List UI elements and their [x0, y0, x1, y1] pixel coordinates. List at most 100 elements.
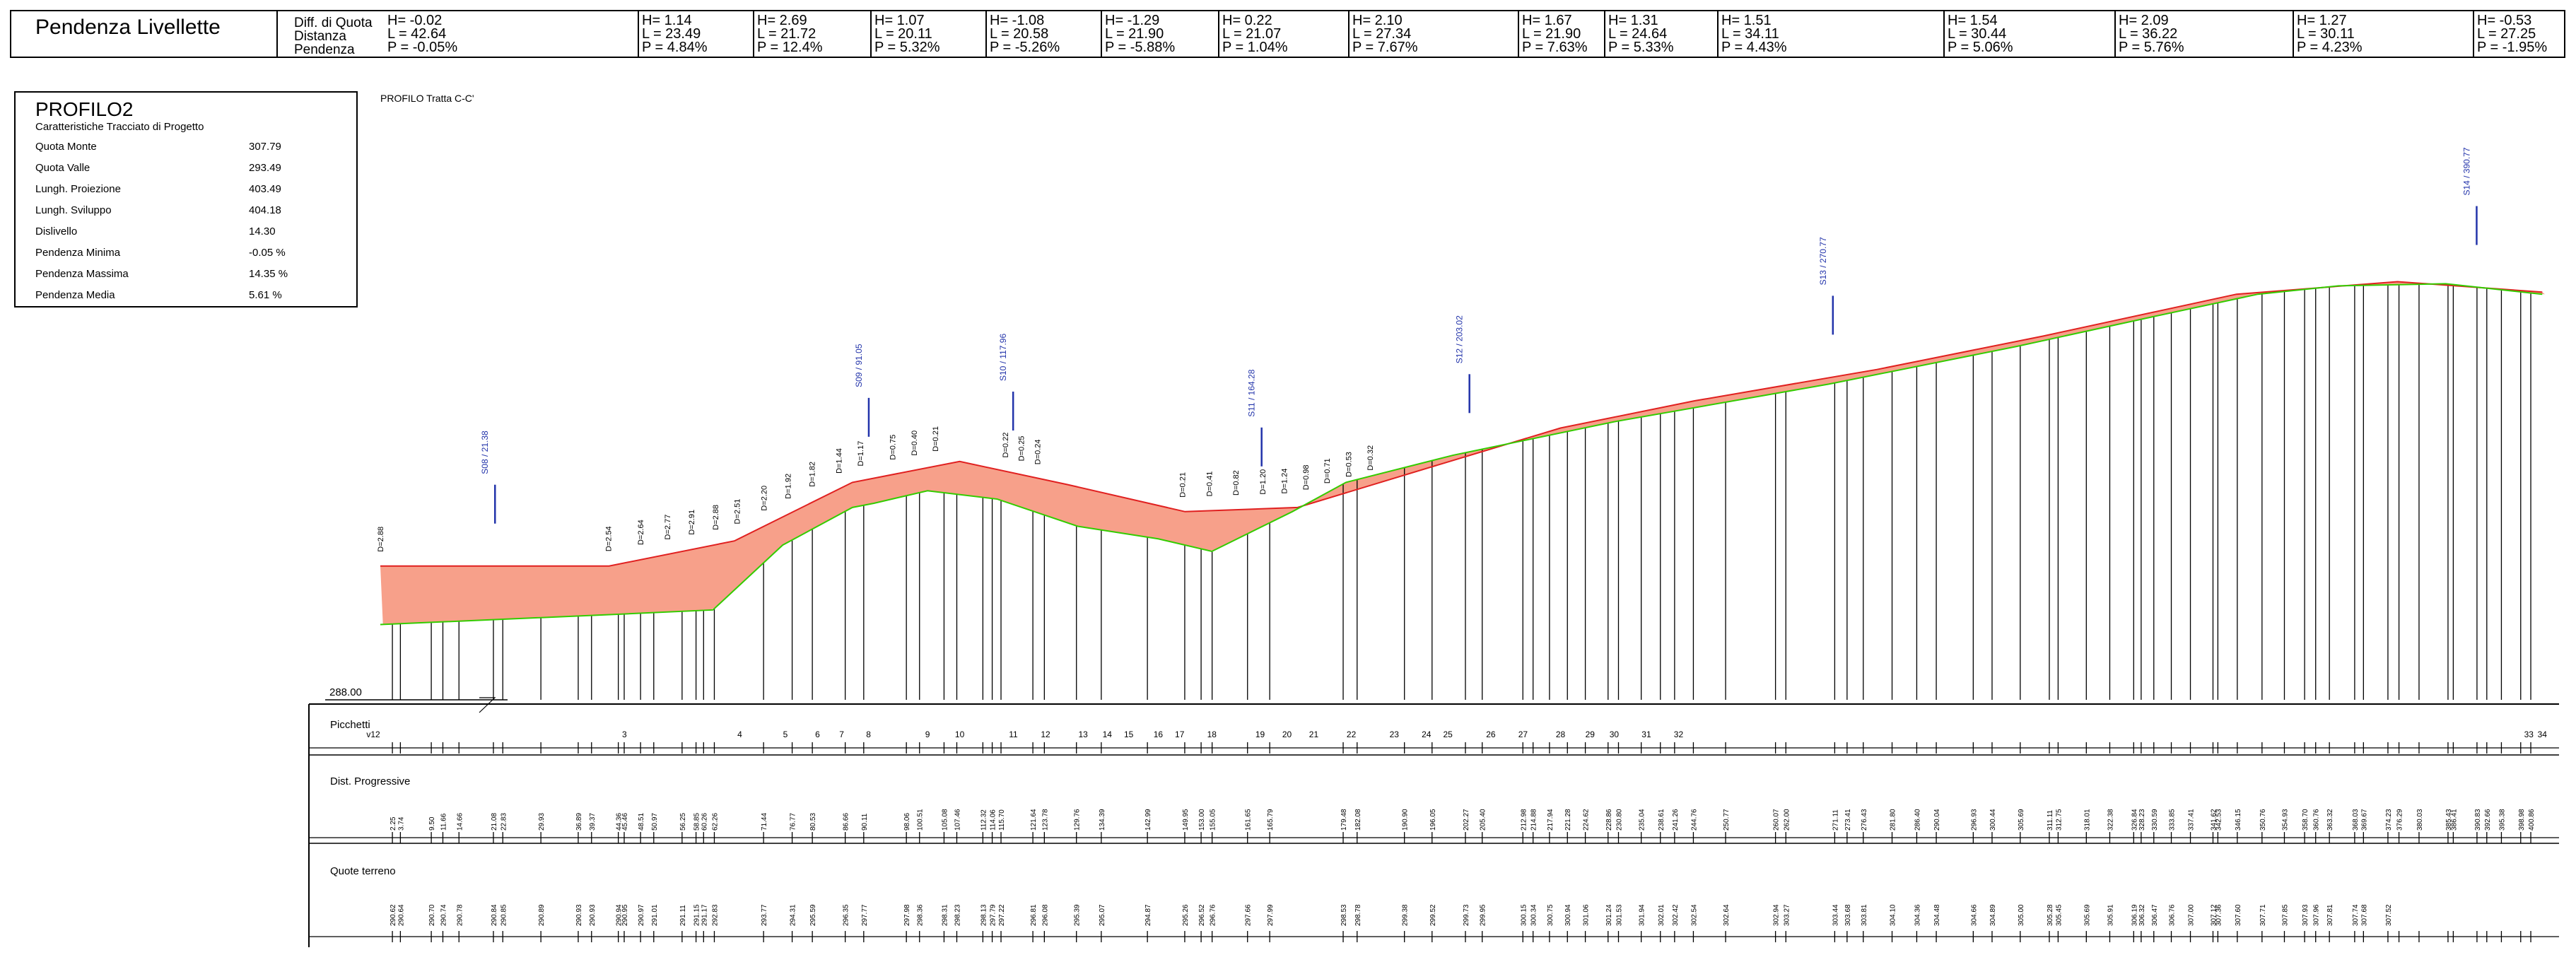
- property-value: 404.18: [249, 204, 281, 216]
- dist-value: 341.62: [2210, 809, 2218, 831]
- profile-name: PROFILO2: [35, 98, 134, 120]
- segment-l: L = 34.11: [1721, 26, 1779, 42]
- dist-value: 86.66: [843, 813, 850, 831]
- dist-value: 395.38: [2498, 809, 2506, 831]
- segment-l: L = 21.07: [1222, 26, 1282, 42]
- fill-depth-label: D=0.41: [1205, 471, 1214, 497]
- segment-divider: [1943, 11, 1945, 57]
- picchetto-number: 17: [1175, 730, 1185, 739]
- dist-value: 60.26: [701, 813, 708, 831]
- dist-value: 328.23: [2138, 809, 2146, 831]
- segment-h: H= 0.22: [1222, 13, 1272, 28]
- profile-info-box: PROFILO2 Caratteristiche Tracciato di Pr…: [14, 91, 358, 307]
- picchetto-number: 18: [1207, 730, 1217, 739]
- quote-value: 290.84: [491, 904, 498, 926]
- segment-p: P = 1.04%: [1222, 40, 1288, 55]
- property-label: Dislivello: [35, 225, 78, 238]
- dist-value: 360.76: [2313, 809, 2321, 831]
- segment-l: L = 27.34: [1352, 26, 1412, 42]
- segment-h: H= 1.54: [1948, 13, 1998, 28]
- fill-depth-label: D=2.88: [712, 505, 720, 530]
- dist-value: 123.78: [1041, 809, 1049, 831]
- dist-value: 182.08: [1354, 809, 1362, 831]
- quote-value: 290.95: [621, 904, 629, 926]
- fill-depth-label: D=0.24: [1034, 439, 1042, 464]
- segment-h: H= 1.51: [1721, 13, 1772, 28]
- quote-value: 290.74: [440, 904, 447, 926]
- dist-value: 22.83: [500, 813, 508, 831]
- dist-value: 262.00: [1783, 809, 1791, 831]
- quote-value: 297.77: [861, 904, 869, 926]
- dist-value: 36.89: [575, 813, 583, 831]
- picchetto-number: 26: [1486, 730, 1496, 739]
- picchetto-number: 34: [2538, 730, 2548, 739]
- dist-value: 98.06: [903, 813, 911, 831]
- dist-value: 212.98: [1520, 809, 1528, 831]
- dist-value: 228.86: [1605, 809, 1613, 831]
- dist-value: 50.97: [651, 813, 659, 831]
- picchetto-number: 28: [1556, 730, 1566, 739]
- quote-value: 307.93: [2302, 904, 2309, 926]
- quote-value: 301.24: [1605, 904, 1613, 926]
- segment-h: H= 1.31: [1608, 13, 1658, 28]
- segment-divider: [638, 11, 639, 57]
- dist-value: 346.15: [2235, 809, 2242, 831]
- segment-h: H= 2.10: [1352, 13, 1403, 28]
- segment-p: P = 4.84%: [642, 40, 708, 55]
- dist-value: 80.53: [809, 813, 817, 831]
- picchetto-number: 4: [737, 730, 742, 739]
- fill-depth-label: D=2.88: [377, 527, 385, 552]
- quote-value: 300.34: [1530, 904, 1538, 926]
- dist-value: 400.86: [2528, 809, 2536, 831]
- property-label: Pendenza Massima: [35, 268, 129, 280]
- vertex-label: S14 / 390.77: [2461, 147, 2471, 195]
- segment-divider: [1101, 11, 1102, 57]
- dist-value: 71.44: [761, 813, 768, 831]
- quote-value: 293.77: [761, 904, 768, 926]
- header-divider: [276, 11, 278, 57]
- label-distanza: Distanza: [294, 29, 346, 44]
- dist-value: 179.48: [1340, 809, 1348, 831]
- quote-value: 295.59: [809, 904, 817, 926]
- quote-value: 307.85: [2281, 904, 2289, 926]
- quote-value: 304.36: [1914, 904, 1921, 926]
- fill-depth-label: D=0.22: [1002, 433, 1010, 458]
- picchetto-number: 24: [1422, 730, 1432, 739]
- quote-value: 298.31: [941, 904, 949, 926]
- quote-value: 307.12: [2210, 904, 2218, 926]
- quote-value: 296.81: [1030, 904, 1038, 926]
- dist-value: 390.83: [2474, 809, 2482, 831]
- header-title: Pendenza Livellette: [35, 16, 221, 39]
- quote-value: 297.66: [1245, 904, 1253, 926]
- segment-l: L = 27.25: [2477, 26, 2536, 42]
- segment-p: P = 7.67%: [1352, 40, 1418, 55]
- dist-value: 385.43: [2445, 809, 2453, 831]
- quote-value: 291.01: [651, 904, 659, 926]
- quote-value: 305.45: [2055, 904, 2063, 926]
- dist-value: 153.00: [1198, 809, 1206, 831]
- dist-value: 11.66: [440, 813, 447, 831]
- dist-value: 300.44: [1989, 809, 1997, 831]
- quote-value: 306.47: [2151, 904, 2159, 926]
- property-value: 307.79: [249, 141, 281, 153]
- quote-value: 299.52: [1429, 904, 1437, 926]
- segment-h: H= 1.14: [642, 13, 692, 28]
- quote-value: 298.36: [917, 904, 925, 926]
- dist-value: 369.67: [2360, 809, 2368, 831]
- picchetto-number: 22: [1347, 730, 1357, 739]
- quote-value: 305.28: [2047, 904, 2054, 926]
- fill-depth-label: D=2.20: [760, 486, 768, 511]
- dist-value: 312.75: [2055, 809, 2063, 831]
- quote-value: 299.95: [1480, 904, 1487, 926]
- picchetto-number: 27: [1518, 730, 1528, 739]
- fill-depth-label: D=2.54: [604, 526, 613, 551]
- quote-value: 297.22: [998, 904, 1006, 926]
- quote-value: 303.27: [1783, 904, 1791, 926]
- segment-h: H= -0.53: [2477, 13, 2532, 28]
- segment-p: P = -5.88%: [1105, 40, 1176, 55]
